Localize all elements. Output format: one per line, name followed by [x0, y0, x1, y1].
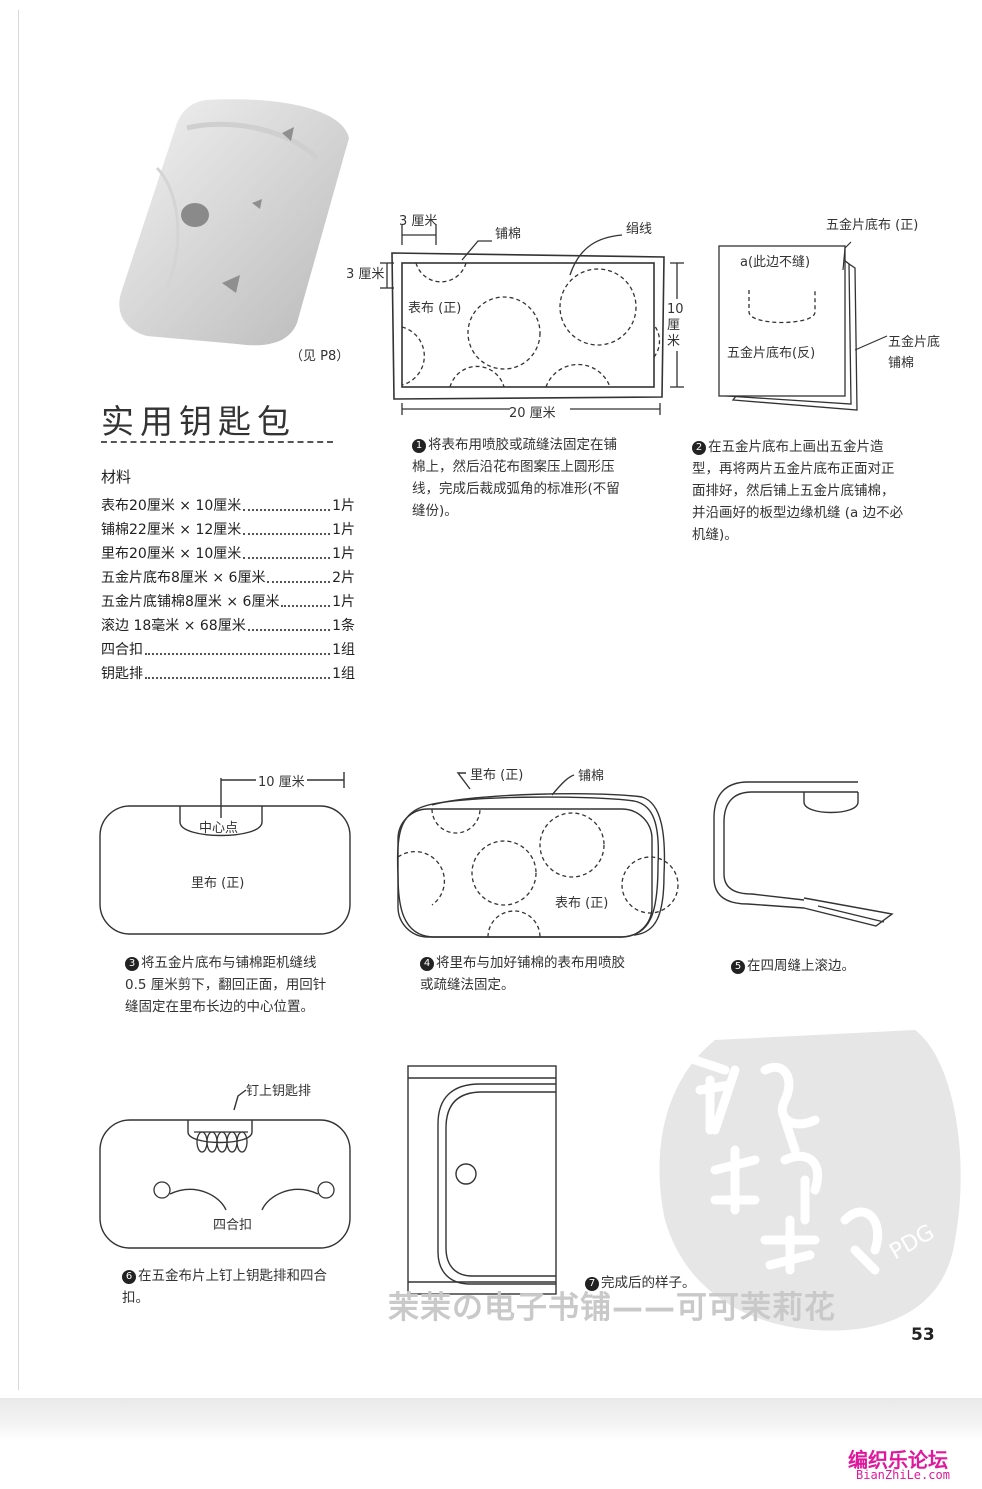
material-item: 五金片底铺棉8厘米 × 6厘米 1片	[101, 590, 355, 614]
material-name: 表布20厘米 × 10厘米	[101, 498, 242, 514]
fig1-label-fabric: 表布 (正)	[408, 301, 462, 316]
leader-dots	[243, 518, 331, 535]
material-qty: 1条	[332, 618, 355, 634]
fig3-lining: 里布 (正)	[191, 876, 245, 891]
watermark-stamp: PDG	[659, 1030, 961, 1331]
step-text: 完成后的样子。	[601, 1275, 696, 1291]
fig1-label-thread: 绢线	[626, 222, 653, 237]
fig5-diagram	[713, 781, 894, 927]
leader-dots	[145, 638, 331, 655]
material-item: 五金片底布8厘米 × 6厘米 2片	[101, 566, 355, 590]
material-qty: 1片	[332, 594, 355, 610]
fig2-label-top: 五金片底布 (正)	[826, 218, 919, 233]
fig4-label-fabric: 表布 (正)	[555, 896, 609, 911]
material-qty: 1组	[332, 642, 355, 658]
product-photo	[119, 99, 349, 346]
brand-url: BianZhiLe.com	[856, 1468, 950, 1482]
material-qty: 1组	[332, 666, 355, 682]
material-item: 钥匙排 1组	[101, 662, 355, 686]
fig6-label-snap: 四合扣	[213, 1218, 253, 1233]
fig2-label-batting: 五金片底铺棉	[888, 335, 941, 371]
fig2-diagram	[718, 241, 888, 411]
keyring-icon	[194, 1131, 248, 1153]
snap-left-icon	[153, 1181, 171, 1199]
watermark-text: 茉茉の电子书铺——可可茉莉花	[388, 1290, 836, 1326]
material-name: 五金片底布8厘米 × 6厘米	[101, 570, 266, 586]
material-name: 四合扣	[101, 642, 143, 658]
material-item: 表布20厘米 × 10厘米 1片	[101, 494, 355, 518]
fig3-dim: 10 厘米	[256, 771, 307, 790]
step-text: 将里布与加好铺棉的表布用喷胶或疏缝法固定。	[420, 955, 625, 993]
leader-dots	[243, 494, 331, 511]
step-text: 在四周缝上滚边。	[747, 958, 855, 974]
fig4-diagram	[396, 772, 679, 938]
page-title: 实用钥匙包	[101, 402, 296, 441]
step-number: 1	[412, 439, 426, 453]
photo-caption: （见 P8）	[290, 349, 350, 364]
material-name: 钥匙排	[101, 666, 143, 682]
materials-heading: 材料	[101, 468, 132, 486]
step-number: 4	[420, 957, 434, 971]
step-text: 将五金片底布与铺棉距机缝线 0.5 厘米剪下，翻回正面，用回针缝固定在里布长边的…	[125, 955, 327, 1015]
material-qty: 1片	[332, 498, 355, 514]
fig4-label-lining: 里布 (正)	[470, 768, 524, 783]
fig4-label-batting: 铺棉	[578, 769, 605, 784]
material-name: 铺棉22厘米 × 12厘米	[101, 522, 242, 538]
material-item: 铺棉22厘米 × 12厘米 1片	[101, 518, 355, 542]
fig1-label-batting: 铺棉	[495, 227, 522, 242]
fig2-label-a: a(此边不缝)	[740, 255, 811, 270]
leader-dots	[247, 614, 331, 631]
fig1-dim-left: 3 厘米	[346, 267, 385, 282]
fig2-label-reverse: 五金片底布(反)	[727, 346, 816, 361]
step-text: 在五金布片上钉上钥匙排和四合扣。	[122, 1268, 327, 1306]
fig1-dim-top: 3 厘米	[399, 214, 438, 229]
material-qty: 1片	[332, 522, 355, 538]
step-number: 6	[122, 1270, 136, 1284]
step-number: 5	[731, 960, 745, 974]
fig3-center: 中心点	[199, 821, 239, 836]
step-number: 2	[692, 441, 706, 455]
material-qty: 2片	[332, 570, 355, 586]
page-number: 53	[911, 1325, 935, 1345]
step-text: 在五金片底布上画出五金片造型，再将两片五金片底布正面对正面排好，然后铺上五金片底…	[692, 439, 904, 543]
material-item: 里布20厘米 × 10厘米 1片	[101, 542, 355, 566]
materials-list: 表布20厘米 × 10厘米 1片 铺棉22厘米 × 12厘米 1片 里布20厘米 ×…	[101, 494, 355, 686]
snap-icon	[455, 1163, 477, 1185]
fig3-diagram	[99, 772, 351, 935]
leader-dots	[243, 542, 331, 559]
material-name: 里布20厘米 × 10厘米	[101, 546, 242, 562]
page-bottom-shadow	[0, 1398, 982, 1442]
fig6-label-keyring: 钉上钥匙排	[246, 1084, 312, 1099]
fig1-diagram	[380, 225, 684, 415]
title-divider	[101, 441, 333, 443]
brand-name: 编织乐论坛	[848, 1448, 948, 1472]
leader-dots	[145, 662, 331, 679]
step-text: 将表布用喷胶或疏缝法固定在铺棉上，然后沿花布图案压上圆形压线，完成后裁成弧角的标…	[412, 437, 620, 519]
material-qty: 1片	[332, 546, 355, 562]
step-number: 7	[585, 1277, 599, 1291]
page-gutter-line	[18, 10, 19, 1390]
leader-dots	[267, 566, 331, 583]
leader-dots	[281, 590, 331, 607]
fig1-dim-bottom: 20 厘米	[509, 406, 556, 421]
fig6-diagram	[99, 1089, 351, 1249]
material-item: 滚边 18毫米 × 68厘米 1条	[101, 614, 355, 638]
fig7-finished-diagram	[407, 1065, 557, 1295]
material-name: 五金片底铺棉8厘米 × 6厘米	[101, 594, 280, 610]
step-number: 3	[125, 957, 139, 971]
material-name: 滚边 18毫米 × 68厘米	[101, 618, 246, 634]
fig1-dim-right: 10厘米	[667, 302, 684, 349]
material-item: 四合扣 1组	[101, 638, 355, 662]
snap-right-icon	[317, 1181, 335, 1199]
